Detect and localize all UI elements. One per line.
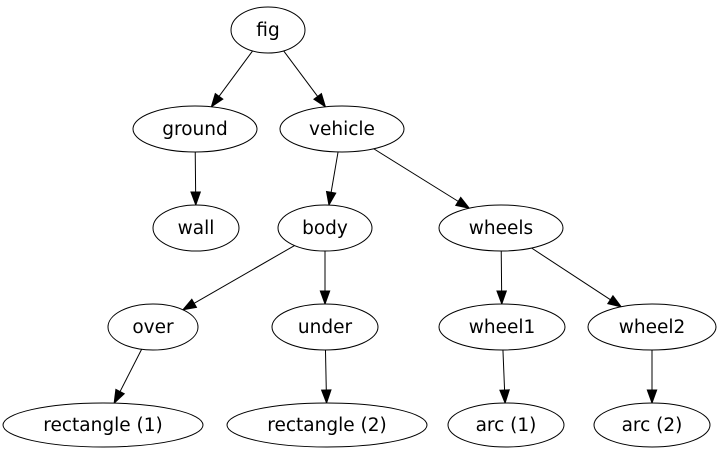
- edge-ground-wall: [190, 151, 202, 207]
- arrowhead-icon: [606, 294, 623, 308]
- node-ellipse: [438, 303, 566, 351]
- node-rectangle1: rectangle (1): [2, 402, 204, 448]
- edge-over-rectangle1: [113, 349, 143, 405]
- node-under: under: [271, 303, 379, 351]
- node-ellipse: [271, 303, 379, 351]
- node-vehicle: vehicle: [279, 105, 405, 153]
- node-label: rectangle (1): [43, 415, 162, 436]
- arrowhead-icon: [181, 298, 198, 311]
- node-wheels: wheels: [438, 204, 564, 252]
- arrowhead-icon: [190, 191, 202, 207]
- edge-wheel2-arc2: [646, 350, 658, 405]
- node-arc2: arc (2): [593, 402, 711, 448]
- node-label: fig: [256, 20, 279, 41]
- node-ellipse: [230, 6, 306, 54]
- edge-body-under: [319, 251, 331, 306]
- node-label: rectangle (2): [267, 415, 386, 436]
- node-wheel1: wheel1: [438, 303, 566, 351]
- node-body: body: [277, 204, 373, 252]
- edge-line: [373, 148, 459, 202]
- arrowhead-icon: [499, 389, 510, 405]
- edge-vehicle-wheels: [373, 148, 471, 210]
- edge-line: [119, 349, 143, 392]
- node-ellipse: [152, 204, 240, 252]
- arrowhead-icon: [313, 92, 327, 109]
- arrowhead-icon: [454, 196, 471, 210]
- node-ellipse: [587, 303, 717, 351]
- node-wheel2: wheel2: [587, 303, 717, 351]
- node-label: arc (2): [622, 415, 683, 436]
- edge-line: [330, 151, 339, 193]
- arrowhead-icon: [319, 290, 331, 306]
- node-fig: fig: [230, 6, 306, 54]
- arrowhead-icon: [113, 388, 126, 405]
- arrowhead-icon: [325, 190, 337, 207]
- arrowhead-icon: [320, 389, 332, 405]
- edge-line: [324, 349, 327, 391]
- node-ellipse: [132, 105, 258, 153]
- node-label: body: [302, 218, 348, 239]
- edge-under-rectangle2: [320, 349, 332, 405]
- edge-body-over: [181, 245, 295, 311]
- node-ellipse: [438, 204, 564, 252]
- arrowhead-icon: [210, 92, 224, 108]
- node-label: over: [132, 317, 174, 338]
- node-ellipse: [279, 105, 405, 153]
- node-label: wall: [178, 218, 215, 239]
- node-wall: wall: [152, 204, 240, 252]
- node-over: over: [107, 303, 199, 351]
- arrowhead-icon: [496, 290, 508, 306]
- node-arc1: arc (1): [447, 402, 565, 448]
- node-label: wheels: [469, 218, 533, 239]
- edge-fig-ground: [210, 50, 253, 108]
- edge-wheels-wheel1: [496, 250, 508, 306]
- node-ellipse: [107, 303, 199, 351]
- edge-wheel1-arc1: [499, 349, 510, 405]
- node-ellipse: [2, 402, 204, 448]
- node-ellipse: [226, 402, 428, 448]
- node-ellipse: [447, 402, 565, 448]
- arrowhead-icon: [646, 389, 658, 405]
- node-label: ground: [162, 119, 227, 140]
- edge-vehicle-body: [325, 151, 339, 207]
- node-label: wheel2: [619, 317, 686, 338]
- node-ground: ground: [132, 105, 258, 153]
- edge-wheels-wheel2: [531, 247, 623, 308]
- edge-line: [218, 50, 253, 97]
- node-label: vehicle: [309, 119, 375, 140]
- node-label: under: [298, 317, 353, 338]
- edge-fig-vehicle: [283, 50, 327, 109]
- node-ellipse: [593, 402, 711, 448]
- node-label: wheel1: [469, 317, 536, 338]
- edge-line: [502, 349, 506, 391]
- edge-line: [283, 50, 319, 97]
- node-rectangle2: rectangle (2): [226, 402, 428, 448]
- node-ellipse: [277, 204, 373, 252]
- edge-line: [531, 247, 611, 301]
- edge-line: [193, 245, 295, 304]
- node-label: arc (1): [476, 415, 537, 436]
